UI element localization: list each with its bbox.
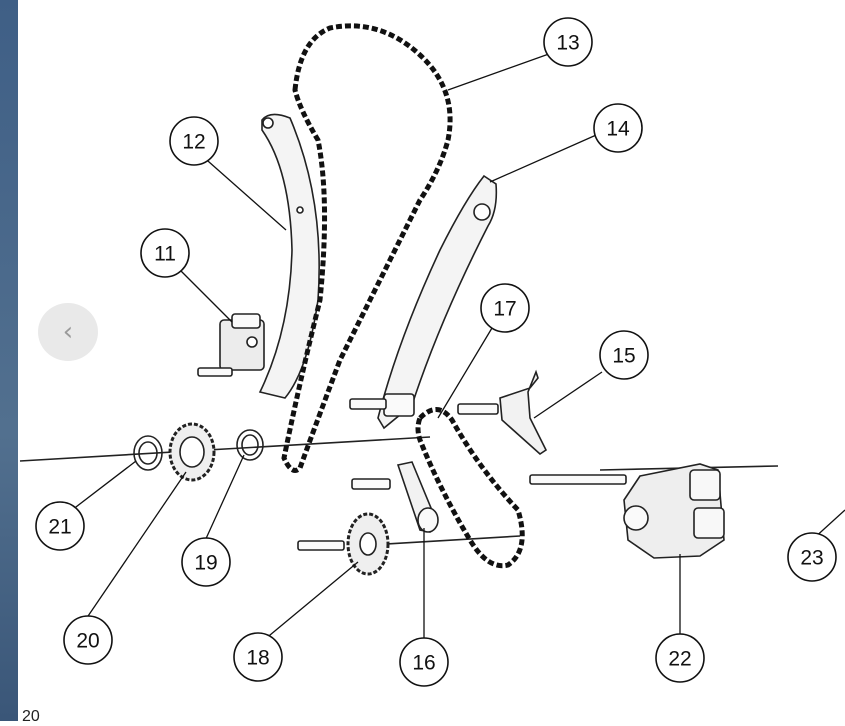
- callout-label: 19: [194, 552, 217, 575]
- callout-circle: [543, 17, 593, 67]
- callout-13: 13: [543, 17, 593, 67]
- callout-16: 16: [399, 637, 449, 687]
- sprocket-centerline: [369, 535, 521, 546]
- callout-circle: [399, 637, 449, 687]
- tensioner-rail: [258, 113, 320, 399]
- upper-guide: [499, 369, 548, 456]
- callout-11: 11: [140, 228, 190, 278]
- callout-12: 12: [169, 116, 219, 166]
- window-edge: [0, 0, 18, 721]
- callout-circle: [480, 283, 530, 333]
- oil-pump-sprocket: [297, 512, 390, 576]
- callout-circle: [233, 632, 283, 682]
- oil-pump-body: [529, 463, 725, 559]
- crank-centerline: [19, 436, 431, 462]
- callout-17: 17: [480, 283, 530, 333]
- callout-label: 18: [246, 647, 269, 670]
- callout-circle: [35, 501, 85, 551]
- callout-label: 12: [182, 131, 205, 154]
- previous-button[interactable]: ‹: [38, 303, 98, 361]
- callout-circle: [140, 228, 190, 278]
- callout-circle: [787, 532, 837, 582]
- callout-label: 21: [48, 516, 71, 539]
- chevron-left-icon: ‹: [62, 317, 74, 347]
- crank-sprocket: [168, 422, 216, 482]
- callout-label: 11: [154, 243, 176, 266]
- callout-15: 15: [599, 330, 649, 380]
- callout-label: 15: [612, 345, 635, 368]
- callout-circle: [181, 537, 231, 587]
- page-number: 20: [22, 708, 40, 725]
- callout-circle: [169, 116, 219, 166]
- callout-label: 14: [606, 118, 630, 141]
- callout-circle: [593, 103, 643, 153]
- callout-circle: [63, 615, 113, 665]
- guide-rail: [377, 174, 498, 430]
- callout-label: 17: [493, 298, 516, 321]
- callout-label: 23: [800, 547, 823, 570]
- callout-label: 16: [412, 652, 435, 675]
- callout-14: 14: [593, 103, 643, 153]
- callout-circle: [655, 633, 705, 683]
- tensioner-body: [197, 313, 265, 377]
- leader-lines: [71, 49, 845, 644]
- callout-label: 13: [556, 32, 579, 55]
- callout-label: 22: [668, 648, 691, 671]
- callout-21: 21: [35, 501, 85, 551]
- callout-22: 22: [655, 633, 705, 683]
- callout-circle: [599, 330, 649, 380]
- callout-20: 20: [63, 615, 113, 665]
- o-ring: [236, 429, 264, 461]
- callout-18: 18: [233, 632, 283, 682]
- timing-chain: [281, 23, 453, 473]
- callout-23: 23: [787, 532, 837, 582]
- oil-pump-chain: [415, 407, 525, 569]
- callout-label: 20: [76, 630, 99, 653]
- washer: [133, 435, 163, 471]
- callout-19: 19: [181, 537, 231, 587]
